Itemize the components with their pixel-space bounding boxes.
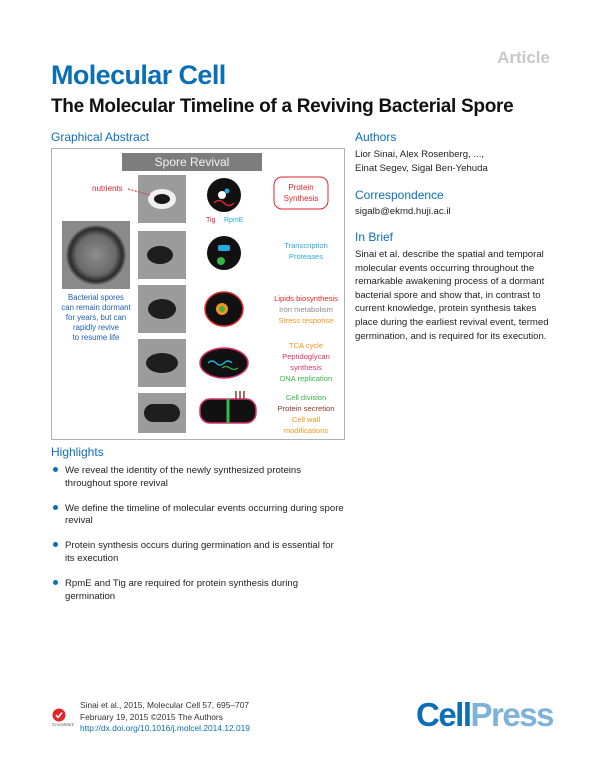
dormant-caption-line: for years, but can: [66, 313, 126, 322]
rpme-label: RpmE: [224, 217, 244, 224]
dormant-spore: [66, 225, 126, 285]
graphical-abstract-svg: Spore Revival nutrients Bacterial spores…: [61, 153, 338, 435]
stage4-label: DNA replication: [280, 374, 332, 383]
protein-dot-icon: [224, 188, 230, 194]
stage2-label: Transcription: [284, 241, 328, 250]
dormant-caption-line: rapidly revive: [73, 323, 119, 332]
spore-3: [148, 299, 176, 319]
bullet-icon: [53, 467, 58, 472]
stage4-label: synthesis: [290, 363, 322, 372]
citation-block: Sinai et al., 2015, Molecular Cell 57, 6…: [80, 700, 250, 735]
stage4-label: Peptidoglycan: [282, 352, 330, 361]
microscopy-column: [138, 175, 186, 433]
spore-2: [147, 246, 173, 264]
highlight-text: We reveal the identity of the newly synt…: [65, 465, 302, 489]
highlight-item: Protein synthesis occurs during germinat…: [51, 540, 346, 565]
dna-icon: [207, 360, 233, 366]
crossmark-label: CrossMark: [52, 722, 75, 727]
highlight-item: We define the timeline of molecular even…: [51, 503, 346, 528]
authors-list: Lior Sinai, Alex Rosenberg, ..., Einat S…: [355, 148, 488, 175]
bullet-icon: [53, 580, 58, 586]
stage3-label: Lipids biosynthesis: [274, 294, 338, 303]
highlights-heading: Highlights: [51, 445, 104, 459]
nutrients-arrow: [127, 188, 151, 196]
spore-core-1: [154, 194, 170, 204]
in-brief-text: Sinai et al. describe the spatial and te…: [355, 249, 549, 342]
journal-name: Molecular Cell: [51, 60, 226, 90]
protease-icon: [217, 257, 225, 265]
stage2-labels: Transcription Proteases: [284, 241, 328, 261]
stage1-labels: Protein Synthesis: [284, 183, 319, 203]
graphical-abstract-figure: Spore Revival nutrients Bacterial spores…: [51, 148, 345, 440]
spore-4: [146, 353, 178, 373]
schematic-spore-2: [207, 236, 241, 270]
highlights-list: We reveal the identity of the newly synt…: [51, 465, 346, 616]
stage5-label: Protein secretion: [278, 404, 335, 413]
nutrients-label: nutrients: [92, 184, 123, 193]
dormant-caption-line: to resume life: [73, 333, 120, 342]
stage1-label: Protein: [288, 183, 313, 192]
authors-heading: Authors: [355, 130, 397, 144]
figure-title: Spore Revival: [155, 155, 230, 169]
authors-line-2: Einat Segev, Sigal Ben-Yehuda: [355, 162, 488, 174]
cellpress-logo[interactable]: CellPress: [416, 696, 555, 734]
tig-label: Tig: [206, 217, 216, 224]
stage5-label: Cell wall: [292, 415, 321, 424]
dormant-caption-line: can remain dormant: [61, 303, 131, 312]
paper-title: The Molecular Timeline of a Reviving Bac…: [51, 96, 514, 117]
stage5-labels: Cell division Protein secretion Cell wal…: [278, 393, 335, 435]
ribosome-icon: [218, 191, 226, 199]
bullet-icon: [53, 542, 58, 548]
stage3-label: Iron metabolism: [279, 305, 333, 314]
graphical-abstract-heading: Graphical Abstract: [51, 130, 150, 144]
dormant-caption: Bacterial spores can remain dormant for …: [61, 293, 131, 342]
article-type-tag: Article: [497, 48, 550, 67]
crossmark-icon[interactable]: CrossMark: [51, 707, 75, 727]
stage3-label: Stress response: [279, 316, 334, 325]
peptidoglycan-icon: [221, 365, 239, 371]
bullet-icon: [53, 504, 58, 510]
spore-5: [144, 404, 180, 422]
mrna-icon: [213, 199, 235, 207]
citation-line-2: February 19, 2015 ©2015 The Authors: [80, 711, 223, 722]
schematic-column: Tig RpmE: [199, 178, 257, 424]
iron-icon: [219, 306, 225, 312]
correspondence-heading: Correspondence: [355, 188, 444, 202]
highlight-item: We reveal the identity of the newly synt…: [51, 465, 346, 490]
stage4-label: TCA cycle: [289, 341, 323, 350]
stage2-label: Proteases: [289, 252, 323, 261]
highlight-text: Protein synthesis occurs during germinat…: [65, 540, 334, 564]
stage1-label: Synthesis: [284, 194, 319, 203]
dormant-caption-line: Bacterial spores: [68, 293, 124, 302]
in-brief-heading: In Brief: [355, 230, 394, 244]
citation-line-1: Sinai et al., 2015, Molecular Cell 57, 6…: [80, 700, 250, 710]
logo-press: Press: [470, 696, 555, 733]
highlight-text: RpmE and Tig are required for protein sy…: [65, 578, 299, 602]
highlight-item: RpmE and Tig are required for protein sy…: [51, 578, 346, 603]
protein-synthesis-box: [273, 176, 329, 210]
highlight-text: We define the timeline of molecular even…: [65, 502, 344, 527]
correspondence-email[interactable]: sigalb@ekmd.huji.ac.il: [355, 206, 451, 217]
stage5-label: modifications: [284, 426, 329, 435]
authors-line-1: Lior Sinai, Alex Rosenberg, ...,: [355, 149, 485, 160]
transcription-icon: [218, 245, 230, 251]
stage4-labels: TCA cycle Peptidoglycan synthesis DNA re…: [280, 341, 332, 383]
stage3-labels: Lipids biosynthesis Iron metabolism Stre…: [274, 294, 338, 325]
doi-link[interactable]: http://dx.doi.org/10.1016/j.molcel.2014.…: [80, 723, 250, 733]
logo-cell: Cell: [416, 696, 472, 733]
stage5-label: Cell division: [286, 393, 327, 402]
figure-title-banner: [122, 153, 262, 171]
